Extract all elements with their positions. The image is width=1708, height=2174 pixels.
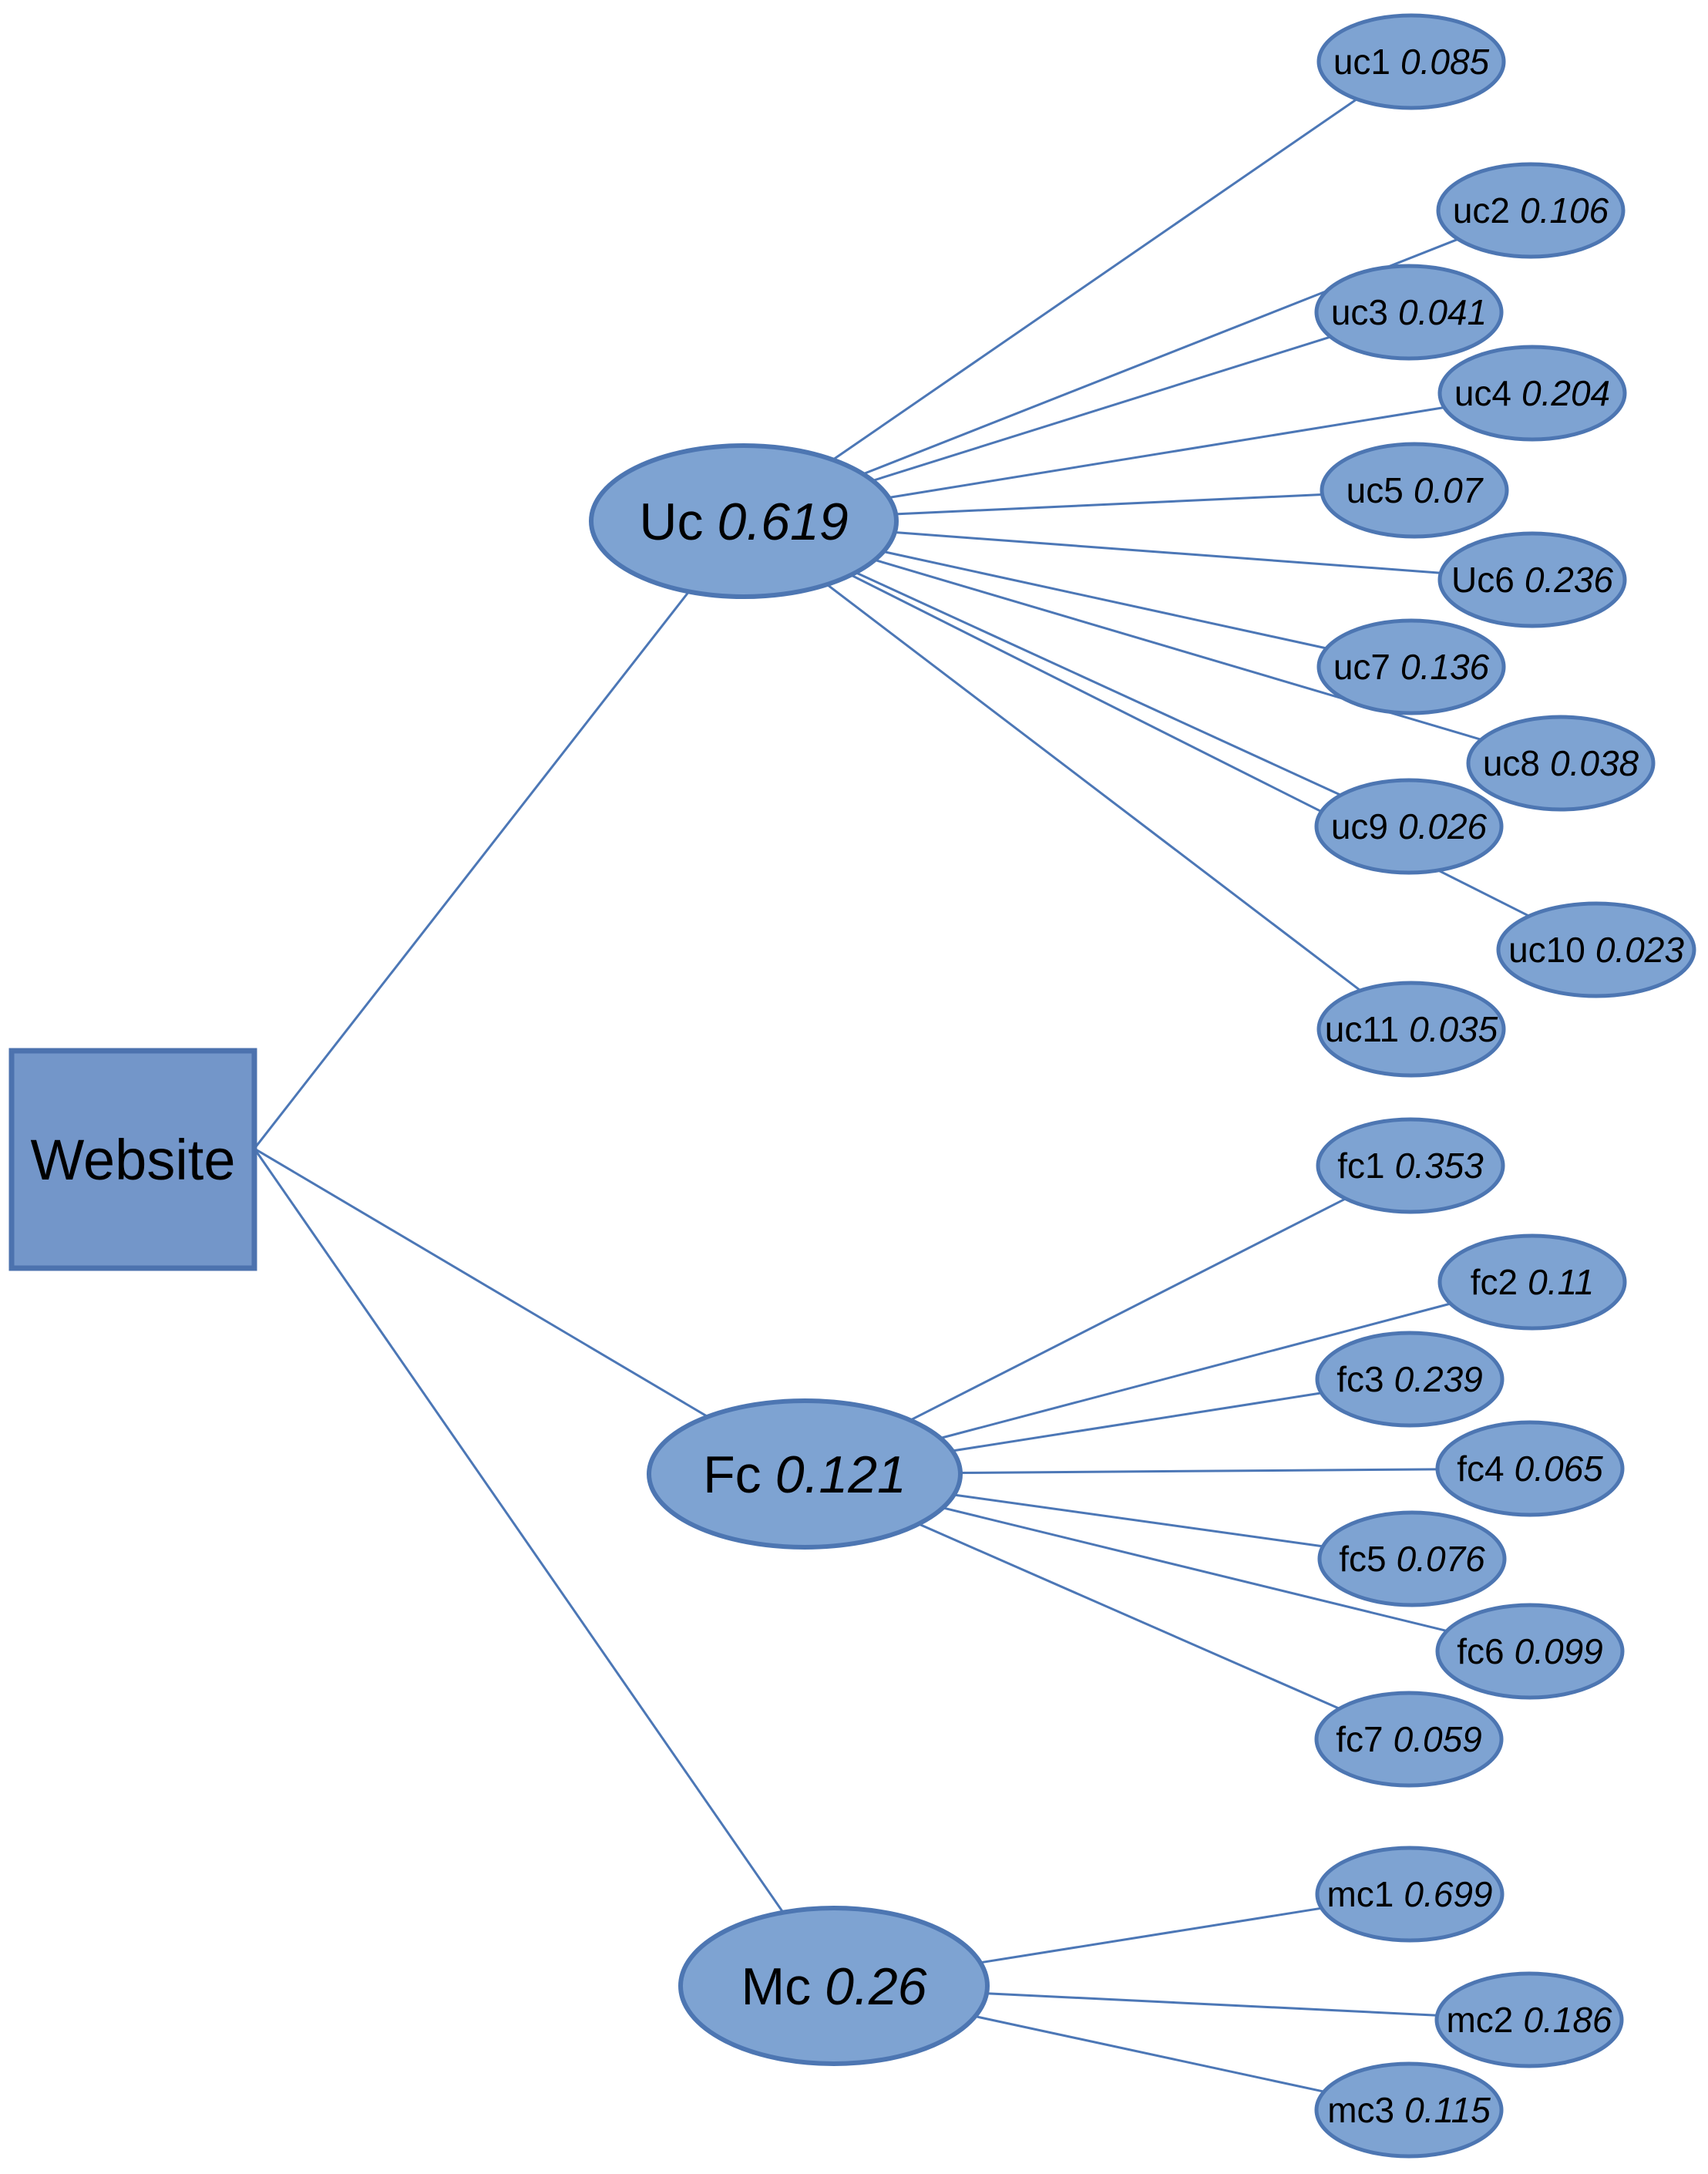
node-website: Website: [8, 1048, 257, 1271]
leaf-ellipse: [1435, 1603, 1625, 1700]
leaf-ellipse: [1316, 1117, 1505, 1214]
edge-Uc-uc7: [883, 550, 1327, 650]
leaf-ellipse: [1316, 13, 1506, 110]
category-ellipse: [678, 1906, 990, 2066]
edge-Uc-uc1: [832, 98, 1358, 461]
edge-Fc-fc3: [952, 1392, 1322, 1452]
root-box: [8, 1048, 257, 1271]
edge-Fc-fc7: [918, 1523, 1340, 1710]
edges-layer: [253, 98, 1530, 2093]
edge-Fc-fc6: [942, 1506, 1447, 1633]
edge-website-Uc: [253, 591, 690, 1149]
leaf-ellipse: [1315, 1846, 1505, 1943]
leaf-ellipse: [1466, 715, 1656, 812]
leaf-ellipse: [1317, 1510, 1507, 1607]
category-ellipse: [647, 1398, 963, 1550]
leaf-ellipse: [1435, 1420, 1625, 1517]
leaf-ellipse: [1314, 778, 1504, 875]
edge-Uc-uc5: [896, 493, 1323, 516]
edge-Fc-fc1: [909, 1197, 1347, 1422]
edge-Uc-uc11: [826, 584, 1362, 992]
edge-Uc-uc6: [894, 531, 1441, 574]
edge-Fc-fc5: [953, 1493, 1323, 1548]
edge-Fc-fc4: [960, 1468, 1438, 1474]
leaf-ellipse: [1314, 2061, 1504, 2159]
edge-Uc-uc4: [888, 406, 1445, 499]
leaf-ellipse: [1437, 531, 1627, 628]
leaf-ellipse: [1316, 618, 1506, 715]
leaf-ellipse: [1316, 981, 1506, 1078]
edge-website-Fc: [254, 1147, 708, 1418]
node-label: Website: [31, 1128, 236, 1192]
leaf-ellipse: [1496, 901, 1696, 998]
edge-Mc-mc1: [980, 1906, 1322, 1964]
edge-Mc-mc3: [974, 2015, 1325, 2093]
edge-Uc-uc3: [872, 335, 1331, 482]
edge-website-Mc: [253, 1148, 785, 1913]
edge-Fc-fc2: [940, 1302, 1451, 1439]
leaf-ellipse: [1320, 442, 1509, 539]
leaf-ellipse: [1314, 1691, 1504, 1788]
edge-Mc-mc2: [987, 1992, 1437, 2017]
edge-Uc-uc9: [855, 571, 1342, 796]
leaf-ellipse: [1314, 264, 1504, 361]
leaf-ellipse: [1437, 1233, 1627, 1331]
leaf-ellipse: [1437, 345, 1627, 442]
leaf-ellipse: [1434, 1971, 1624, 2068]
leaf-ellipse: [1436, 162, 1626, 259]
category-ellipse: [589, 443, 899, 599]
leaf-ellipse: [1315, 1331, 1505, 1428]
